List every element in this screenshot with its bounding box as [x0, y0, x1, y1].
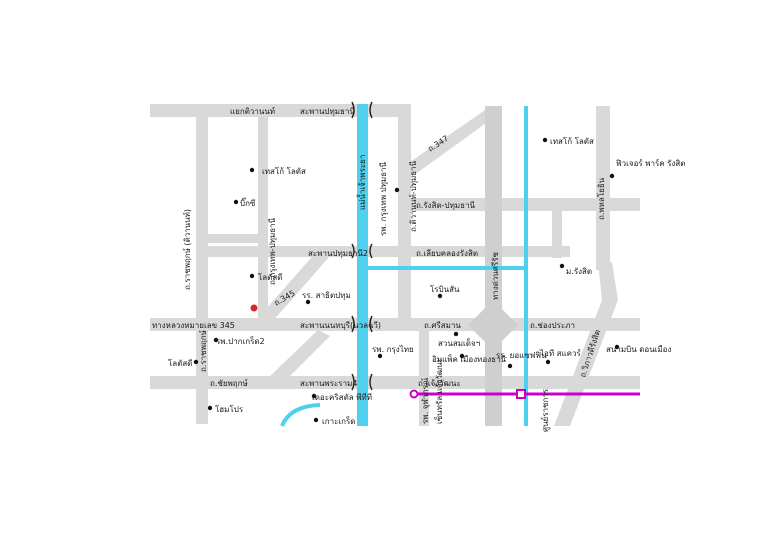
label-lotus: โลตัสดี [258, 272, 282, 282]
road-liab-khlong [365, 246, 570, 257]
road-bangkok-pathum-2 [200, 246, 405, 257]
poi-koh-kret [313, 417, 319, 423]
road-phaholyothin [596, 106, 610, 270]
poi-bigc [233, 199, 239, 205]
road-lower-vertical [419, 330, 429, 426]
road-tiwanon-right [398, 104, 411, 326]
label-gov-center: ศูนย์ราชการ [540, 388, 551, 432]
label-future-park: ฟิวเจอร์ พาร์ค รังสิต [616, 158, 686, 168]
label-bigc: บิ๊กซี [240, 197, 256, 208]
water [280, 104, 528, 427]
road-347 [400, 108, 496, 178]
road-rangsit-pathum [400, 198, 640, 211]
label-bridge-nonthaburi: สะพานนนทบุรี(นวลฉวี) [300, 321, 381, 330]
label-robinson: โรบินสัน [430, 284, 460, 294]
canal-koh-kret [280, 403, 321, 427]
label-rd-srisaman: ถ.ศรีสมาน [424, 321, 461, 330]
label-rd-345-main: ทางหลวงหมายเลข 345 [152, 321, 235, 330]
poi-robinson [437, 293, 443, 299]
labels: แยกติวานนท์ สะพานปทุมธานี เทสโก้ โลตัส บ… [152, 106, 685, 432]
label-rd-chaengwattana: ถ.แจ้งวัฒนะ [418, 379, 461, 388]
label-pakkret2: รพ.ปากเกร็ด2 [216, 336, 265, 346]
river-chaophraya [357, 104, 368, 426]
bridge-phraram4-mark [351, 373, 373, 391]
label-rd-rangsit-pathum: ถ.รังสิต-ปทุมธานี [416, 201, 476, 210]
label-rd-songprapa: ถ.ช่องประภา [530, 321, 575, 330]
bridge-pathum2-mark [351, 243, 373, 259]
poi-pakkret2 [213, 337, 219, 343]
label-suan: สวนสมเด็จฯ [438, 338, 480, 348]
label-rd-rajpruk-lower: ถ.ราชพฤกษ์ [198, 330, 208, 372]
road-small-left [205, 234, 265, 243]
label-lotus-lower: โลตัสดี [168, 358, 192, 368]
road-vibhavadi [554, 262, 618, 426]
label-airport: สนามบิน ดอนเมือง [606, 345, 671, 354]
label-koh-kret: เกาะเกร็ด [322, 416, 355, 426]
poi-crystal [311, 393, 317, 399]
roads [150, 104, 640, 426]
road-bkk-pathum-vertical [258, 104, 268, 324]
label-rd-rajpruk-vertical: ถ.ราชพฤกษ์ (ติวานนท์) [182, 209, 192, 290]
bridges [351, 101, 373, 391]
poi-impact [459, 353, 465, 359]
label-rd-bkk-pathum: ถ.กรุงเทพ-ปทุมธานี [268, 217, 277, 285]
poi-tesco-left [249, 167, 255, 173]
road-345-low-diag [268, 330, 330, 384]
label-tesco-left: เทสโก้ โลตัส [262, 166, 306, 176]
label-central-chaeng: เซ็นทรัล แจ้งวัฒนะ [434, 358, 444, 424]
station-left [409, 389, 419, 399]
poi-hosp-krungthep [394, 187, 400, 193]
road-right-mid [552, 198, 562, 258]
bridge-top-mark [351, 101, 373, 119]
label-crystal: เดอะคริสตัล พีทีที [312, 393, 372, 402]
label-tesco-right: เทสโก้ โลตัส [550, 136, 594, 146]
poi-tesco-right [542, 137, 548, 143]
label-rd-phaholyothin: ถ.พหลโยธิน [596, 177, 606, 220]
road-345-diag [258, 250, 330, 322]
label-jesus: รร. ยอแซฟฟิน [496, 351, 547, 360]
location-pin [250, 304, 258, 312]
poi-m-rangsit [559, 263, 565, 269]
label-hosp-krungthep: รพ. กรุงเทพ ปทุมธานี [379, 161, 388, 236]
label-bridge-pathumthani: สะพานปทุมธานี [300, 107, 355, 116]
station-right [516, 389, 526, 399]
label-satit: รร. สาธิตปทุม [302, 291, 351, 300]
label-m-rangsit: ม.รังสิต [566, 267, 592, 276]
poi-krungthai [377, 353, 383, 359]
poi-airport [614, 344, 620, 350]
label-expressway: ทางด่วนศรีรัช [491, 252, 500, 301]
label-rd-tiwanon-right: ถ.ติวานนท์-ปทุมธานี [408, 160, 418, 232]
label-bridge-phraram4: สะพานพระราม4 [300, 379, 357, 388]
label-ngamwongwan: แยกติวานนท์ [230, 106, 275, 116]
label-krungthai: รพ. กรุงไทย [372, 345, 414, 354]
bridge-nonthaburi-mark [351, 315, 373, 333]
poi-it-square [545, 359, 551, 365]
road-rajpruk [196, 104, 208, 424]
label-impact: อิมแพ็ค เมืองทองธานี [432, 354, 507, 364]
poi-dots [193, 137, 620, 423]
label-homepro: โฮมโปร [215, 404, 244, 414]
poi-lotus [249, 273, 255, 279]
label-rd-liab-khlong: ถ.เลียบคลองรังสิต [416, 249, 478, 258]
poi-suan [453, 331, 459, 337]
poi-satit [305, 299, 311, 305]
poi-jesus [507, 363, 513, 369]
label-chulabhorn: รพ. จุฬาภรณ์ [420, 377, 430, 424]
poi-homepro [207, 405, 213, 411]
poi-lotus-lower [193, 359, 199, 365]
road-top [150, 104, 410, 117]
label-it-square: ไอที สแควร์ [539, 348, 582, 358]
label-bridge-pathum2: สะพานปทุมธานี2 [308, 249, 368, 258]
label-rd-chaiyapruk: ถ.ชัยพฤกษ์ [210, 378, 248, 388]
expressway-interchange [468, 300, 518, 350]
label-river: แม่น้ำเจ้าพระยา [356, 155, 367, 210]
rail [409, 389, 640, 399]
poi-future-park [609, 173, 615, 179]
